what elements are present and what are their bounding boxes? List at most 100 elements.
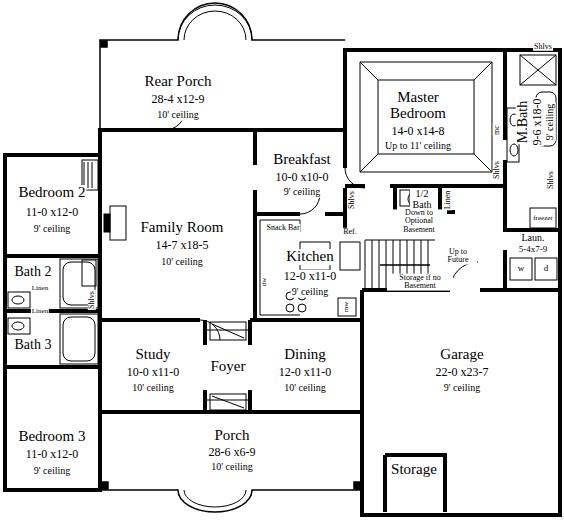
fixtures-part [380,264,430,266]
room-name: M.Bath [516,100,531,144]
fixtures-part [510,144,518,156]
walls-part [98,155,102,412]
porch-outline-part [100,412,362,512]
walls-part [343,130,347,230]
appliance-label: w [517,264,526,273]
porch-outline-part [101,41,107,47]
room-name: 1/2 Bath [410,189,434,210]
porch-outline-part [101,482,108,489]
fixtures-part [110,206,126,240]
fixtures-part [400,190,410,206]
porch-outline-part [100,3,345,130]
room-name: Study [134,347,171,363]
walls-part [203,320,207,412]
room-dimension: 10-0 x10-0 [275,171,330,184]
fixtures-part [520,55,556,85]
walls-part [345,184,505,188]
fixtures-part [345,168,365,188]
fixtures-part [340,242,360,270]
room-name: Storage [390,462,438,478]
room-name: Dining [283,347,327,363]
room-dimension: 22-0 x23-7 [435,366,490,379]
fixtures-part [520,55,556,85]
shelves-label: Shlvs [88,290,96,310]
fixtures-part [84,162,92,188]
shelves-label: Shlvs [493,160,501,180]
room-name: Garage [439,347,484,363]
ceiling-note: 10' ceiling [210,462,254,473]
fixtures-part [8,292,30,308]
master-bedroom-tray [360,62,492,172]
room-name: Laun. [520,233,545,244]
ceiling-note: 9' ceiling [33,224,72,235]
ceiling-note: 9' ceiling [443,383,482,394]
linen-label: Linen [31,285,49,292]
ceiling-note: 10' ceiling [131,383,175,394]
room-name: Master Bedroom [382,90,454,122]
room-dimension: 14-0 x14-8 [391,125,446,138]
ceiling-note: 10' ceiling [160,257,204,268]
fixtures-part [12,296,24,304]
walls-part [503,250,507,290]
walls-part [5,50,560,515]
fixtures-part [286,304,294,312]
porch-outline-part [184,11,246,40]
ceiling-note: 10' ceiling [283,383,327,394]
room-dimension: 12-0 x11-0 [278,366,333,379]
shelves-label: Shlvs [348,190,356,210]
room-name: Bath 2 [14,265,53,280]
fixtures-part [82,260,96,286]
room-dimension: 28-6 x6-9 [208,446,257,459]
room-name: Bath 3 [14,338,53,353]
room-dimension: 9-6 x18-0 [531,98,544,147]
walls-part [385,455,445,512]
walls-part [5,256,100,367]
room-name: Breakfast [272,152,331,168]
fixtures-part [8,318,30,334]
fixtures-part [60,314,98,364]
room-name: Kitchen [285,249,334,265]
room-dimension: 11-0 x12-0 [25,448,80,461]
fixtures [8,55,557,410]
stair-note: Down to Optional Basement [391,209,447,234]
room-name: Bedroom 3 [17,429,86,445]
walls-part [100,318,362,322]
fixture-label: freezer [532,215,553,222]
fixture-label: Snack Bar [265,224,300,232]
fixtures-part [12,322,24,330]
linen-label: Linen [444,190,452,211]
ceiling-note: 9' ceiling [545,103,556,142]
walls [5,50,560,515]
ceiling-note: 9' ceiling [33,466,72,477]
linen-label: Linen [31,308,49,315]
room-dimension: 12-0 x11-0 [283,270,338,283]
room-name: Foyer [210,359,247,375]
fixtures-part [338,298,356,316]
fixtures-part [298,304,306,312]
appliance-label: mw [343,301,350,314]
fixtures-part [63,317,95,361]
appliance-label: dw [261,277,268,288]
room-name: Family Room [140,220,225,236]
fixtures-part [510,258,532,280]
walls-part [440,186,455,212]
walls-part [505,50,560,230]
ceiling-note: Up to 11' ceiling [384,141,452,152]
room-dimension: 14-7 x18-5 [155,239,210,252]
fixtures-part [104,214,110,232]
appliance-label: Ref. [342,228,358,236]
fixtures-part [260,220,300,315]
fixtures-part [535,258,557,280]
stair-note: Storage if no Basement [387,274,453,291]
shelves-label: Shlvs [547,170,555,190]
room-name: Bedroom 2 [17,185,86,201]
room-dimension: 11-0 x12-0 [25,206,80,219]
room-name: Porch [214,428,251,444]
walls-part [248,320,252,412]
ceiling-note: 9' ceiling [291,287,330,298]
walls-part [395,186,440,212]
fixtures-part [450,262,478,290]
appliance-label: d [543,264,550,273]
walls-part [253,130,257,215]
